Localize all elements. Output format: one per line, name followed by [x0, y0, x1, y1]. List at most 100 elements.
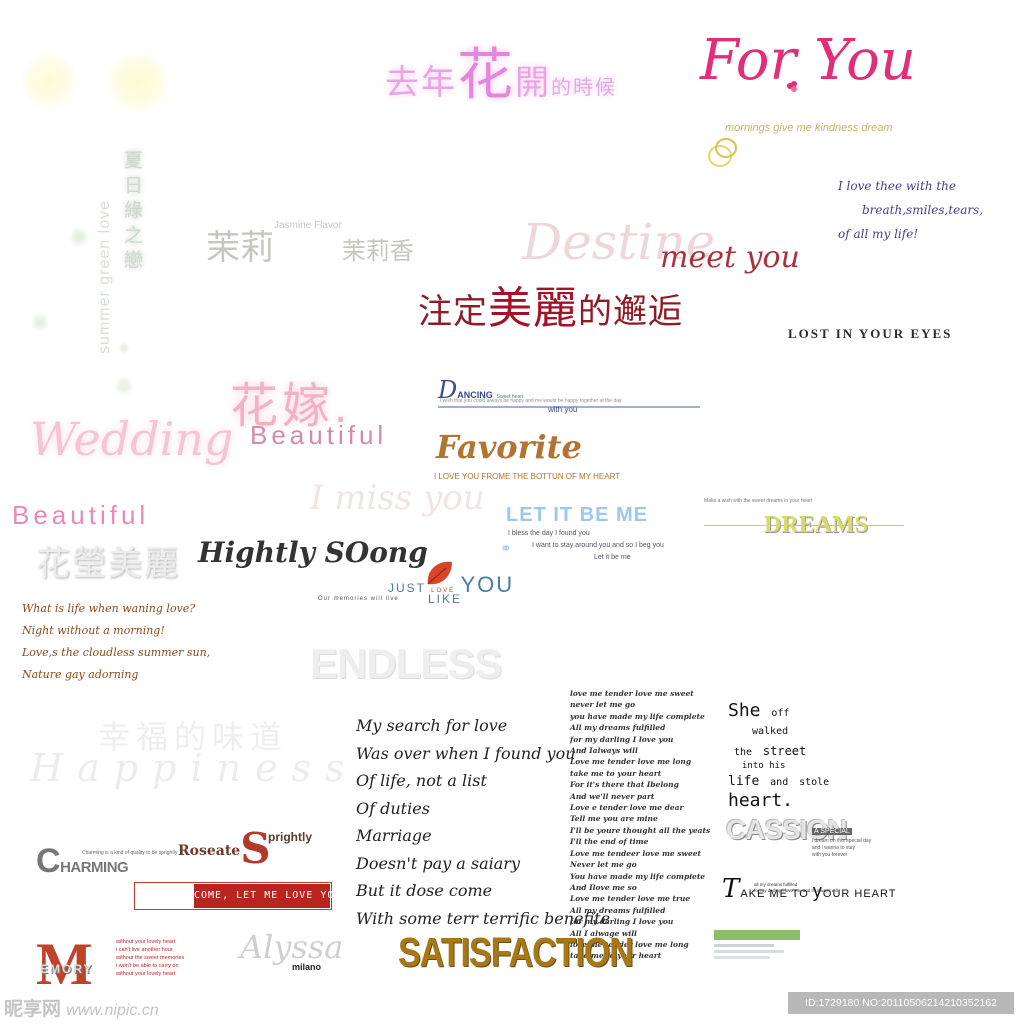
ilove-line: breath,smiles,tears,: [862, 203, 984, 217]
title-moli: 茉莉Jasmine Flavor茉莉香: [206, 220, 414, 269]
title-sprightly: prightly: [268, 830, 312, 844]
divider: [704, 525, 904, 526]
poem-line: You have made my life compiete: [570, 871, 706, 881]
she-walked-text: She off walked the street into his life …: [728, 702, 829, 810]
poem-line: Of duties: [356, 798, 430, 818]
his: his: [769, 761, 786, 771]
poem-line: Marriage: [356, 826, 432, 845]
memory-lines: without your lovely heart i can't live a…: [116, 939, 185, 977]
title-wedding: Wedding: [30, 412, 234, 466]
title-beautiful: Beautiful: [250, 420, 388, 450]
let-it-be-me-lines: I bless the day I found you I want to st…: [508, 528, 664, 564]
heart: heart.: [728, 790, 794, 811]
off: off: [771, 708, 790, 719]
title-for-you: For You: [700, 28, 916, 93]
poem-line: Of life, not a list: [356, 771, 487, 790]
title-destine: Destine: [522, 213, 716, 271]
poem-line: Never let me go: [570, 860, 637, 870]
poem-line: Night without a morning!: [22, 624, 165, 637]
char: 年: [421, 64, 457, 102]
dancing-rest: ANCING: [457, 390, 493, 400]
poem-line: All I alwage will: [570, 928, 637, 938]
glow-dot: [118, 342, 130, 354]
poem-line: Tell me you are mine: [570, 814, 658, 824]
poem-line: With some terr terrific benefite: [356, 908, 611, 928]
moli-sub: Jasmine Flavor: [274, 220, 342, 231]
zhuding-part: 的邂逅: [578, 293, 683, 331]
title-qunian-huakai: 去年花開的時候: [385, 30, 617, 111]
title-memory-m: M: [36, 931, 93, 997]
poem-line: you have made my life complete: [570, 711, 705, 721]
line: Let it be me: [594, 554, 631, 561]
come-let-me-love-you: COME, LET ME LOVE YOU.: [194, 884, 347, 908]
ilove-line: of all my life!: [838, 227, 919, 241]
ring-icon: [708, 138, 737, 167]
title-meet-you: meet you: [660, 240, 800, 275]
glow-dot: [114, 376, 134, 396]
poem-line: Love me tender love me long: [570, 757, 692, 767]
glow-dot: [30, 312, 50, 332]
dancing-sub: Sweet heart: [496, 394, 524, 400]
the: the: [734, 747, 753, 758]
poem-waning-love: What is life when waning love? Night wit…: [22, 598, 210, 686]
title-huaying: 花瑩美麗: [36, 545, 180, 583]
glow-dot: [68, 226, 90, 248]
line: I want to stay around you and so I beg y…: [532, 542, 664, 549]
title-endless: ENDLESS: [310, 640, 502, 687]
poem-line: love me tender love me long: [570, 939, 689, 949]
title-memory: EMORY: [40, 962, 94, 976]
love: LOVE: [431, 588, 456, 594]
leaf-icon: [427, 561, 452, 585]
dreams-sub: Make a wish with the sweet dreams in you…: [704, 498, 813, 504]
poem-line: Love,s the cloudless summer sun,: [22, 646, 211, 659]
title-xingfu: 幸福的味道: [98, 719, 289, 755]
come-let-me-box: [134, 882, 332, 910]
lost-in-your-eyes: LOST IN YOUR EYES: [788, 326, 953, 341]
poem-line: never let me go: [570, 700, 636, 710]
life: life: [728, 774, 760, 789]
glow-dot: [106, 50, 170, 114]
title-dancing: DANCING Sweet heart: [438, 376, 523, 404]
dancing-tiny: I wish that you could always be happy an…: [440, 398, 622, 404]
charming-c: C: [36, 842, 61, 880]
for-you-subtitle: mornings give me kindness dream: [725, 122, 893, 134]
take-t: T: [722, 874, 741, 904]
poem-line: And Ialways will: [570, 746, 638, 756]
poem-line: All my dreams fulfilled: [570, 723, 666, 733]
poem-line: for my darling I love you: [570, 734, 674, 744]
flower-icon: [787, 81, 797, 92]
poem-line: take me to your heart: [570, 768, 662, 778]
title-zhuding: 注定美麗的邂逅: [418, 272, 683, 336]
poem-line: I'll be youre thought all the yeats: [570, 825, 711, 835]
poem-line: Doesn't pay a saiary: [356, 853, 520, 873]
like: LIKE: [428, 592, 463, 606]
take-part: AKE ME TO: [740, 888, 813, 900]
and: and: [770, 777, 789, 788]
stole: stole: [799, 777, 830, 788]
a-special-badge: A SPECIAL: [812, 828, 852, 835]
title-huajia: 花嫁.: [230, 380, 352, 433]
title-roseate: RoseateS: [178, 816, 271, 873]
divider: [438, 406, 700, 408]
roseate-sub: Charming is a kind of quality to be spri…: [82, 850, 178, 856]
title-take-me-to-your-heart: TAKE ME TO yOUR HEART: [722, 874, 897, 904]
poem-line: What is life when waning love?: [22, 602, 196, 615]
walked: walked: [752, 726, 789, 737]
green-decoration: [714, 930, 800, 959]
poem-line: Nature gay adorning: [22, 668, 139, 681]
street: street: [762, 744, 807, 758]
glow-dot: [20, 52, 78, 110]
poem-line: Love me tender love me true: [570, 894, 691, 904]
title-favorite: Favorite: [436, 428, 582, 466]
zhuding-part: 注定: [418, 293, 488, 331]
poem-line: And we'll never part: [570, 791, 655, 801]
dancing-d: D: [438, 376, 458, 404]
title-happiness: Happiness: [30, 746, 359, 790]
ilove-text: I love thee with the breath,smiles,tears…: [838, 174, 983, 246]
into: into: [742, 761, 764, 771]
char: 花: [457, 43, 515, 106]
poem-line: My search for love: [356, 716, 508, 735]
poem-love-me-tender: love me tender love me sweet never let m…: [570, 688, 710, 962]
poem-line: Love me tendeer love me sweet: [570, 848, 701, 858]
just: JUST: [388, 581, 426, 595]
